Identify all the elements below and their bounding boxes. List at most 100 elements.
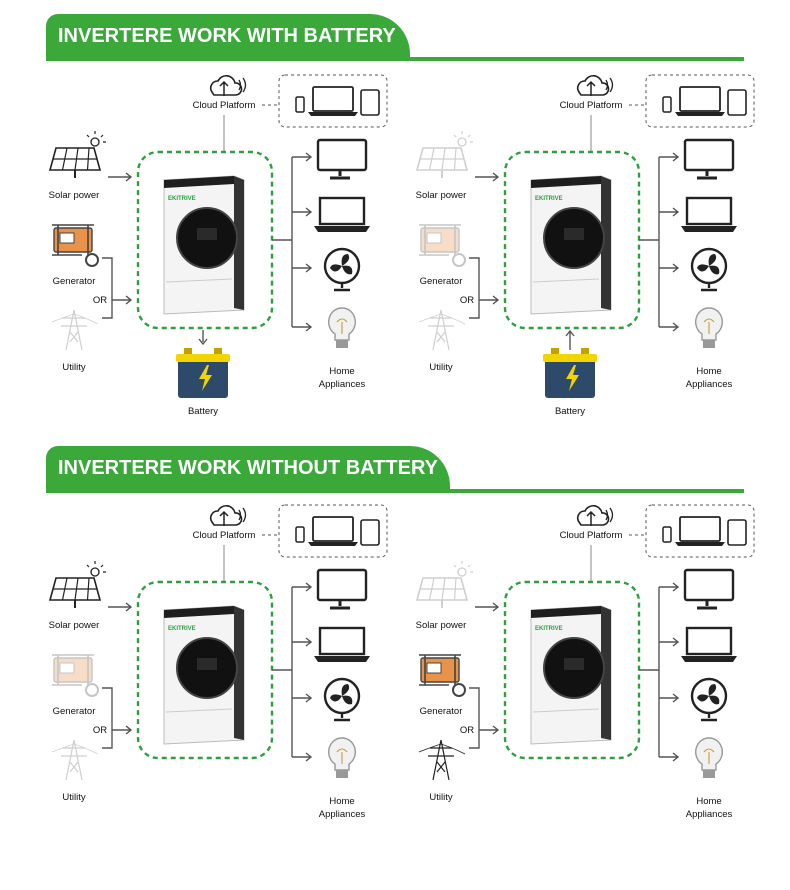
tablet-icon	[727, 519, 747, 546]
utility-label: Utility	[429, 362, 453, 373]
light-bulb-icon	[328, 307, 356, 348]
battery-label: Battery	[187, 406, 219, 417]
cloud-platform-label: Cloud Platform	[192, 100, 256, 111]
generator-label: Generator	[52, 706, 96, 717]
diagram-canvas: EKITRIVE	[415, 504, 755, 781]
battery-icon	[543, 348, 597, 398]
or-label: OR	[459, 295, 475, 306]
generator-label: Generator	[52, 276, 96, 287]
home-appliances-label: Home	[329, 366, 355, 377]
cloud-icon	[576, 505, 614, 526]
or-label: OR	[92, 725, 108, 736]
solar-arrow	[108, 172, 133, 182]
appliance-arrow	[659, 582, 680, 592]
monitor-icon	[316, 568, 368, 610]
home-appliances-label: Home	[696, 796, 722, 807]
monitor-icon	[316, 138, 368, 180]
brand-logo: EKITRIVE	[535, 626, 563, 632]
monitor-icon	[683, 138, 735, 180]
section-rule	[46, 57, 744, 61]
or-arrow	[479, 295, 500, 305]
solar-panel-icon	[415, 131, 473, 178]
solar-arrow	[475, 602, 500, 612]
brand-logo: EKITRIVE	[168, 196, 196, 202]
fan-icon	[323, 677, 361, 722]
cloud-platform-label: Cloud Platform	[559, 100, 623, 111]
devices-group	[645, 74, 755, 128]
inverter-icon: EKITRIVE	[163, 605, 245, 745]
home-appliances-label-2: Appliances	[685, 379, 733, 390]
laptop-icon	[681, 196, 737, 232]
utility-tower-icon	[418, 309, 466, 351]
battery-icon	[176, 348, 230, 398]
section-title: INVERTERE WORK WITHOUT BATTERY	[46, 446, 450, 490]
brand-logo: EKITRIVE	[535, 196, 563, 202]
inverter-icon: EKITRIVE	[530, 605, 612, 745]
laptop-icon	[314, 626, 370, 662]
solar-arrow	[108, 602, 133, 612]
appliance-arrow	[292, 693, 313, 703]
or-bracket	[102, 687, 113, 749]
appliance-arrow	[659, 752, 680, 762]
solar-panel-icon	[415, 561, 473, 608]
monitor-icon	[683, 568, 735, 610]
appliance-arrow	[659, 152, 680, 162]
cloud-platform-label: Cloud Platform	[559, 530, 623, 541]
brand-logo: EKITRIVE	[168, 626, 196, 632]
solar-power-label: Solar power	[415, 620, 467, 631]
cloud-icon	[209, 75, 247, 96]
fan-icon	[690, 677, 728, 722]
utility-label: Utility	[429, 792, 453, 803]
devices-group	[278, 74, 388, 128]
generator-icon	[419, 654, 466, 697]
cloud-icon	[209, 505, 247, 526]
appliance-arrow	[659, 263, 680, 273]
battery-arrow-head	[198, 338, 208, 346]
utility-tower-icon	[51, 739, 99, 781]
appliance-arrow	[292, 637, 313, 647]
cloud-platform-label: Cloud Platform	[192, 530, 256, 541]
solar-panel-icon	[48, 131, 106, 178]
home-appliances-label: Home	[329, 796, 355, 807]
generator-label: Generator	[419, 276, 463, 287]
solar-power-label: Solar power	[48, 190, 100, 201]
laptop-icon	[308, 516, 358, 546]
phone-icon	[662, 96, 672, 113]
appliance-arrow	[292, 752, 313, 762]
battery-arrow-head	[565, 329, 575, 337]
or-arrow	[112, 725, 133, 735]
devices-group	[645, 504, 755, 558]
home-appliances-label-2: Appliances	[318, 379, 366, 390]
cloud-icon	[576, 75, 614, 96]
generator-icon	[419, 224, 466, 267]
generator-icon	[52, 654, 99, 697]
diagram-canvas: EKITRIVE	[48, 504, 388, 781]
light-bulb-icon	[328, 737, 356, 778]
laptop-icon	[675, 516, 725, 546]
home-appliances-label: Home	[696, 366, 722, 377]
tablet-icon	[360, 519, 380, 546]
solar-arrow	[475, 172, 500, 182]
utility-label: Utility	[62, 792, 86, 803]
home-appliances-label-2: Appliances	[318, 809, 366, 820]
utility-label: Utility	[62, 362, 86, 373]
or-label: OR	[459, 725, 475, 736]
utility-tower-icon	[51, 309, 99, 351]
laptop-icon	[681, 626, 737, 662]
section-title: INVERTERE WORK WITH BATTERY	[46, 14, 410, 58]
appliance-arrow	[659, 322, 680, 332]
diagram-canvas: EKITRIVE	[415, 74, 755, 398]
or-bracket	[102, 257, 113, 319]
tablet-icon	[727, 89, 747, 116]
inverter-icon: EKITRIVE	[163, 175, 245, 315]
laptop-icon	[675, 86, 725, 116]
appliance-arrow	[292, 582, 313, 592]
appliance-arrow	[292, 322, 313, 332]
phone-icon	[295, 96, 305, 113]
inverter-icon: EKITRIVE	[530, 175, 612, 315]
solar-panel-icon	[48, 561, 106, 608]
phone-icon	[295, 526, 305, 543]
